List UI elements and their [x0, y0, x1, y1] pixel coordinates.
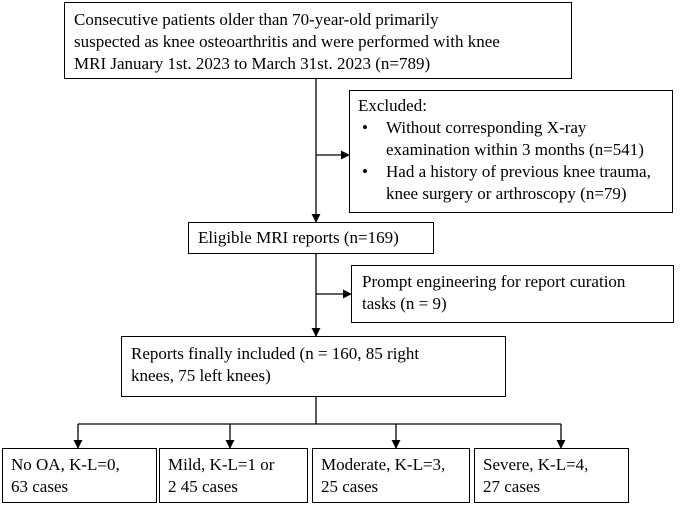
excluded-item: • Had a history of previous knee trauma,…	[358, 161, 666, 205]
text-line: 2 45 cases	[168, 477, 238, 496]
text-line: Without corresponding X-ray	[386, 118, 587, 137]
box-consecutive-patients: Consecutive patients older than 70-year-…	[64, 2, 572, 79]
box-prompt-engineering: Prompt engineering for report curation t…	[351, 265, 674, 323]
text-line: MRI January 1st. 2023 to March 31st. 202…	[74, 54, 431, 73]
text-line: 27 cases	[483, 477, 541, 496]
text-line: knee surgery or arthroscopy (n=79)	[386, 184, 627, 203]
text-line: Prompt engineering for report curation	[362, 272, 626, 291]
excluded-list: • Without corresponding X-ray examinatio…	[358, 117, 666, 205]
box-excluded: Excluded: • Without corresponding X-ray …	[349, 90, 673, 213]
text-line: Eligible MRI reports (n=169)	[198, 228, 399, 247]
text-line: No OA, K-L=0,	[11, 455, 120, 474]
text-line: 63 cases	[11, 477, 69, 496]
text-line: tasks (n = 9)	[362, 294, 447, 313]
text-line: Reports finally included (n = 160, 85 ri…	[131, 344, 420, 363]
text-line: examination within 3 months (n=541)	[386, 140, 644, 159]
text-line: knees, 75 left knees)	[131, 366, 271, 385]
bullet-icon: •	[362, 118, 368, 137]
text-line: Mild, K-L=1 or	[168, 455, 275, 474]
excluded-title: Excluded:	[358, 96, 427, 115]
box-grade-severe: Severe, K-L=4, 27 cases	[474, 448, 629, 503]
text-line: suspected as knee osteoarthritis and wer…	[74, 32, 500, 51]
box-eligible-reports: Eligible MRI reports (n=169)	[188, 222, 434, 254]
text-line: Had a history of previous knee trauma,	[386, 162, 651, 181]
text-line: 25 cases	[321, 477, 379, 496]
bullet-icon: •	[362, 162, 368, 181]
excluded-item: • Without corresponding X-ray examinatio…	[358, 117, 666, 161]
text-line: Moderate, K-L=3,	[321, 455, 446, 474]
box-grade-no-oa: No OA, K-L=0, 63 cases	[2, 448, 157, 503]
text-line: Severe, K-L=4,	[483, 455, 589, 474]
text-line: Consecutive patients older than 70-year-…	[74, 10, 439, 29]
box-grade-mild: Mild, K-L=1 or 2 45 cases	[159, 448, 308, 503]
box-reports-included: Reports finally included (n = 160, 85 ri…	[121, 336, 506, 397]
box-grade-moderate: Moderate, K-L=3, 25 cases	[312, 448, 470, 503]
